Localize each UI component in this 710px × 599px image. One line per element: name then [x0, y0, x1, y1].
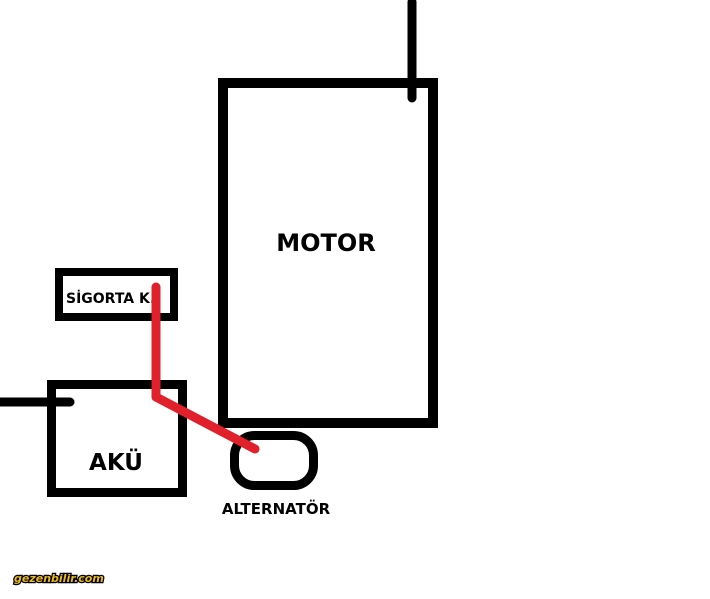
red-wire [151, 282, 260, 454]
alternator-shape [230, 431, 318, 490]
alternator-label: ALTERNATÖR [222, 499, 331, 518]
fuse-box [55, 268, 178, 321]
battery-label: AKÜ [89, 448, 143, 476]
motor-box [218, 78, 438, 428]
battery-box [47, 380, 187, 497]
motor-label: MOTOR [276, 229, 376, 257]
fuse-label: SİGORTA K. [66, 290, 155, 307]
watermark: gezenbilir.com [14, 572, 104, 585]
